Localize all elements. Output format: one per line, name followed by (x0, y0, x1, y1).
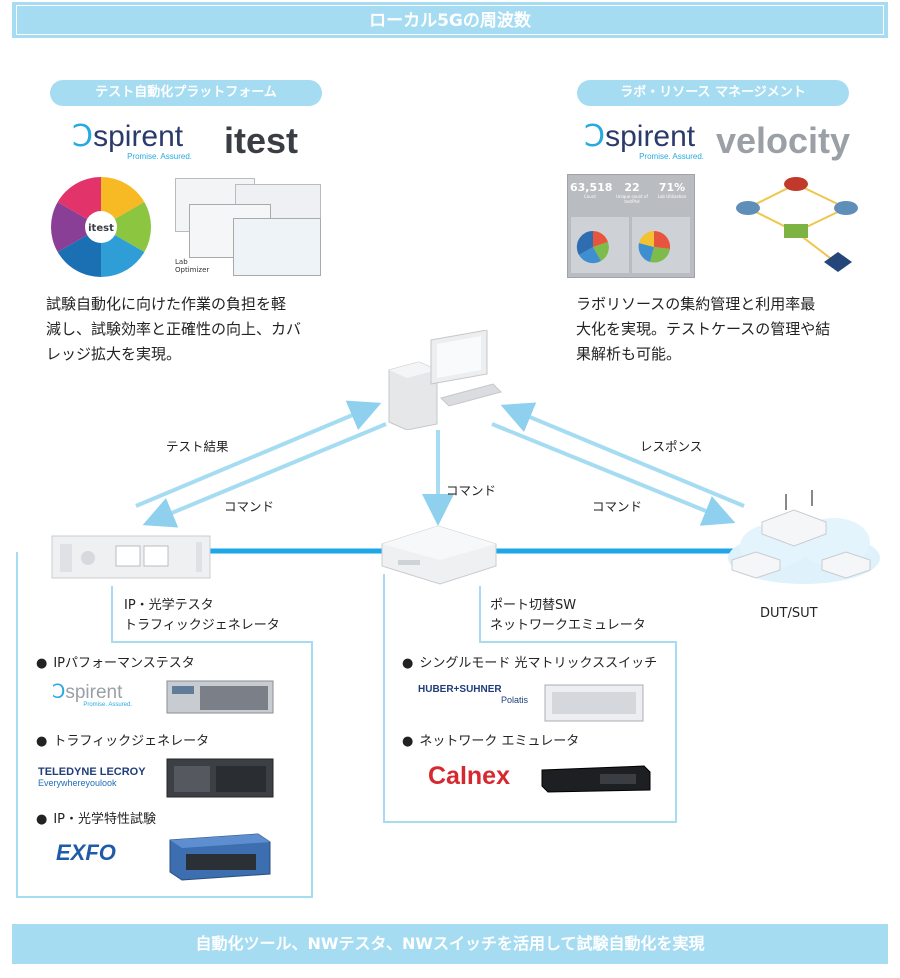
left-description-line: レッジ拡大を実現。 (46, 345, 182, 363)
dashboard-panel (632, 217, 690, 273)
top-banner: ローカル5Gの周波数 (12, 2, 888, 38)
switch-label-line: ポート切替SW (490, 598, 577, 613)
label-command-right: コマンド (592, 499, 643, 514)
lab-resource-pill: ラボ・リソース マネージメント (577, 80, 849, 106)
test-automation-pill: テスト自動化プラットフォーム (50, 80, 322, 106)
vendor-tagline: Everywhereyoulook (38, 778, 117, 788)
bottom-banner: 自動化ツール、NWテスタ、NWスイッチを活用して試験自動化を実現 (12, 924, 888, 964)
stat-card: 22 Unique count of testPhd (612, 181, 652, 204)
tester-device-icon (51, 535, 211, 579)
label-command-left: コマンド (224, 499, 275, 514)
arrow-test-result (135, 400, 382, 508)
velocity-dashboard: 63,518 Count 22 Unique count of testPhd … (567, 174, 695, 278)
spirent-logo-text: spirent (93, 120, 184, 153)
switch-label-line: ネットワークエミュレータ (490, 618, 646, 633)
right-description: ラボリソースの集約管理と利用率最 大化を実現。テストケースの管理や結 果解析も可… (576, 292, 876, 367)
stat-value: 63,518 (570, 181, 613, 194)
calnex-logo: Calnex (428, 762, 510, 790)
stat-value: 22 (624, 181, 640, 194)
spirent-logo-small: Ↄspirent Promise. Assured. (52, 682, 132, 708)
vendor-name: HUBER+SUHNER (418, 684, 502, 695)
arrow-command-right (491, 422, 736, 526)
itest-logo: itest (224, 120, 299, 161)
stat-label: Count (584, 194, 596, 199)
spirent-tagline: Promise. Assured. (127, 152, 192, 161)
velocity-logo: velocity (716, 120, 851, 161)
tester-label-line: トラフィックジェネレータ (124, 618, 280, 633)
top-banner-title: ローカル5Gの周波数 (16, 5, 884, 35)
panel-item-label: IPパフォーマンステスタ (36, 652, 194, 671)
pc-icon (388, 330, 502, 430)
switch-label: ポート切替SW ネットワークエミュレータ (490, 596, 646, 636)
lab-optimizer-caption: Lab Optimizer (175, 258, 210, 274)
right-description-line: 果解析も可能。 (576, 345, 682, 363)
stat-label: Lab Utilization (657, 194, 687, 199)
spirent-logo-right: Ↄspirent Promise. Assured. (584, 120, 704, 162)
vendor-tagline: Polatis (500, 695, 528, 705)
topology-graphic (736, 177, 858, 272)
itest-wheel-graphic: itest (51, 177, 151, 277)
switch-device-icon (381, 525, 497, 585)
stat-label: Unique count of testPhd (616, 194, 648, 204)
spirent-tagline: Promise. Assured. (639, 152, 704, 161)
huber-suhner-logo: HUBER+SUHNER Polatis (418, 684, 528, 705)
vendor-tagline: Promise. Assured. (83, 702, 132, 708)
stat-card: 71% Lab Utilization (652, 181, 692, 199)
arrow-command-left (142, 422, 387, 528)
lab-optimizer-screens: Lab Optimizer (175, 178, 325, 278)
pie-chart-icon (638, 230, 671, 263)
dut-cloud-icon (728, 490, 880, 584)
panel-item-label: トラフィックジェネレータ (36, 730, 209, 749)
lecroy-chassis-image (166, 758, 274, 798)
left-description: 試験自動化に向けた作業の負担を軽 減し、試験効率と正確性の向上、カバ レッジ拡大… (46, 292, 366, 367)
arrow-response (500, 402, 745, 508)
spirent-logo-left: Ↄspirent Promise. Assured. (72, 120, 192, 162)
spirent-logo-text: spirent (605, 120, 696, 153)
teledyne-logo: TELEDYNE LECROY Everywhereyoulook (38, 766, 158, 788)
panel-item-label: ネットワーク エミュレータ (402, 730, 579, 749)
calnex-emulator-image (541, 765, 651, 793)
exfo-chassis-image (169, 833, 271, 881)
panel-item-label: IP・光学特性試験 (36, 808, 156, 827)
left-description-line: 減し、試験効率と正確性の向上、カバ (46, 320, 302, 338)
vendor-name: TELEDYNE LECROY (38, 766, 146, 778)
spirent-chassis-image (166, 680, 274, 714)
exfo-logo: EXFO (56, 840, 116, 865)
label-command-center: コマンド (446, 483, 497, 498)
polatis-switch-image (544, 684, 644, 722)
pie-chart-icon (576, 230, 609, 264)
tester-label: IP・光学テスタ トラフィックジェネレータ (124, 596, 280, 636)
right-description-line: ラボリソースの集約管理と利用率最 (576, 295, 816, 313)
wheel-center-label: itest (88, 223, 114, 234)
tester-label-line: IP・光学テスタ (124, 598, 214, 613)
dut-label: DUT/SUT (760, 606, 818, 621)
label-response: レスポンス (640, 439, 703, 454)
panel-item-label: シングルモード 光マトリックススイッチ (402, 652, 657, 671)
dashboard-panel (571, 217, 629, 273)
stat-value: 71% (658, 181, 686, 194)
label-test-result: テスト結果 (166, 439, 229, 454)
left-description-line: 試験自動化に向けた作業の負担を軽 (46, 295, 287, 313)
vendor-name: spirent (65, 682, 123, 703)
stat-card: 63,518 Count (570, 181, 613, 199)
right-description-line: 大化を実現。テストケースの管理や結 (576, 320, 831, 338)
